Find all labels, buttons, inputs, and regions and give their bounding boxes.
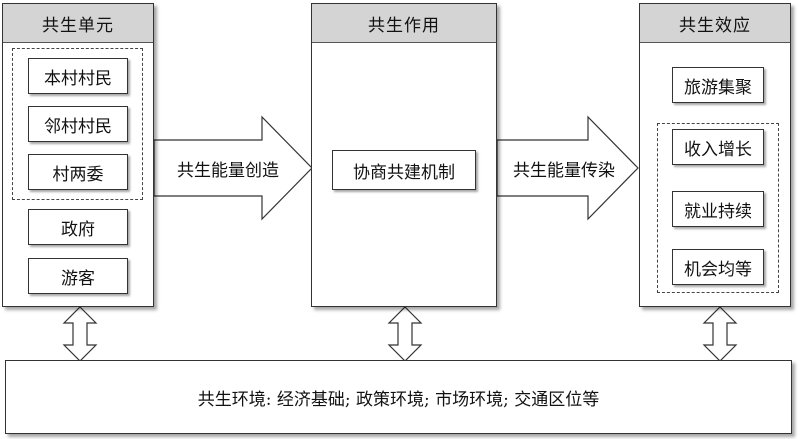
unit-neighbor-villagers: 邻村村民 bbox=[28, 106, 128, 142]
arrow-action-to-effects bbox=[496, 115, 639, 221]
environment-text: 共生环境: 经济基础; 政策环境; 市场环境; 交通区位等 bbox=[197, 389, 600, 410]
symbiosis-effects-title: 共生效应 bbox=[640, 4, 790, 43]
unit-local-villagers: 本村村民 bbox=[28, 58, 128, 94]
double-arrow-units-env bbox=[62, 306, 98, 362]
effect-tourism-agglomeration: 旅游集聚 bbox=[672, 67, 764, 103]
effect-sustained-employment: 就业持续 bbox=[672, 191, 764, 227]
unit-government: 政府 bbox=[28, 209, 128, 245]
symbiosis-units-column: 共生单元 本村村民 邻村村民 村两委 政府 游客 bbox=[2, 3, 154, 307]
arrow-label-energy-creation: 共生能量创造 bbox=[177, 160, 279, 181]
effects-group-frame bbox=[657, 123, 779, 293]
arrow-units-to-action bbox=[153, 115, 313, 221]
symbiosis-units-title: 共生单元 bbox=[3, 4, 153, 43]
symbiosis-environment-box: 共生环境: 经济基础; 政策环境; 市场环境; 交通区位等 bbox=[5, 360, 792, 434]
symbiosis-effects-column: 共生效应 旅游集聚 收入增长 就业持续 机会均等 bbox=[639, 3, 791, 307]
double-arrow-action-env bbox=[387, 306, 423, 362]
arrow-label-energy-contagion: 共生能量传染 bbox=[513, 160, 615, 181]
effect-equal-opportunity: 机会均等 bbox=[672, 249, 764, 285]
double-arrow-effects-env bbox=[702, 306, 738, 362]
symbiosis-action-column: 共生作用 协商共建机制 bbox=[311, 3, 497, 307]
symbiosis-action-title: 共生作用 bbox=[312, 4, 496, 43]
villager-group-frame bbox=[12, 48, 143, 200]
mechanism-box: 协商共建机制 bbox=[332, 150, 476, 190]
unit-tourists: 游客 bbox=[28, 258, 128, 294]
unit-village-committees: 村两委 bbox=[28, 154, 128, 190]
effect-income-growth: 收入增长 bbox=[672, 129, 764, 165]
